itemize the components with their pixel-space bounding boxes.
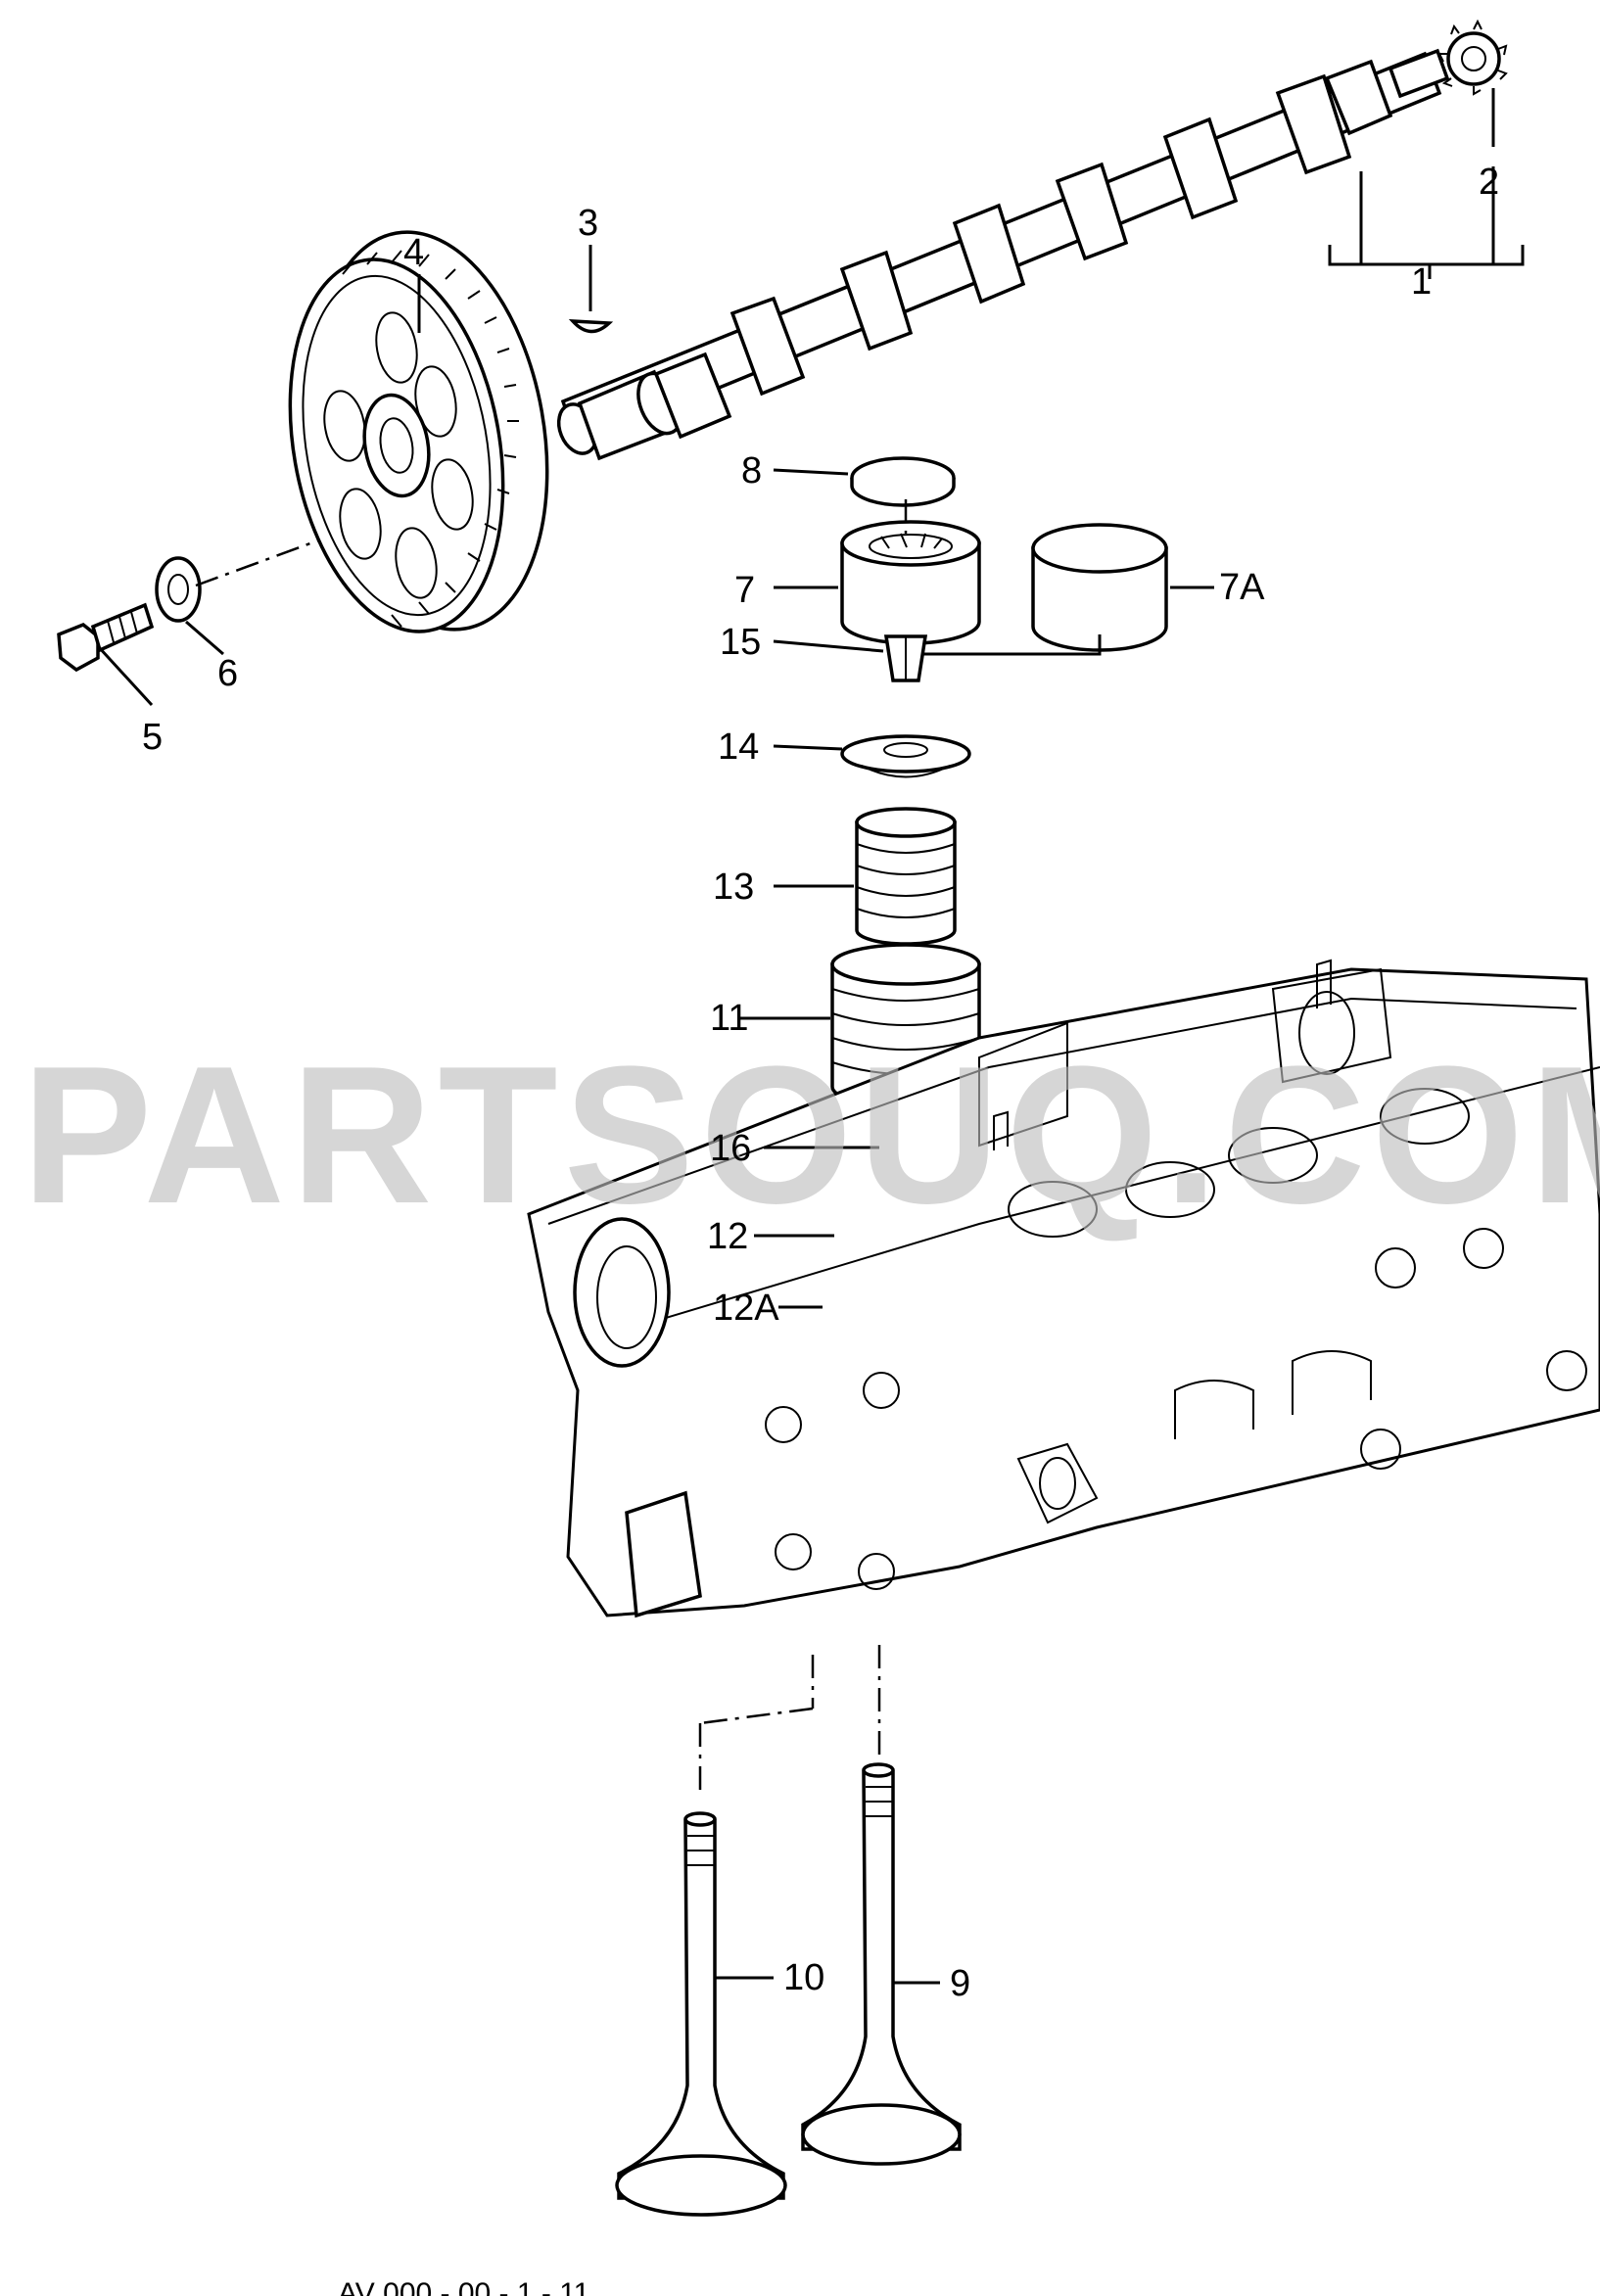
callout-9: 9	[950, 1963, 970, 2004]
callout-2: 2	[1479, 162, 1499, 203]
inner-valve-spring[interactable]	[855, 807, 957, 946]
leader-lines	[96, 88, 1525, 1985]
bucket-tappet-alt[interactable]	[1031, 523, 1168, 652]
pulley-bolt[interactable]	[57, 602, 155, 673]
callout-7: 7	[734, 570, 755, 611]
camshaft-pulley[interactable]	[262, 213, 577, 648]
callout-10: 10	[783, 1957, 824, 1998]
watermark: PARTSOUQ.COM	[22, 1026, 1600, 1244]
callout-12: 12	[707, 1216, 748, 1257]
camshaft[interactable]	[552, 48, 1450, 461]
callout-4: 4	[403, 232, 424, 273]
bucket-tappet[interactable]	[840, 520, 981, 645]
callout-1: 1	[1411, 261, 1432, 303]
callout-16: 16	[710, 1128, 751, 1169]
drive-gear-small[interactable]	[1437, 19, 1508, 96]
callout-13: 13	[713, 867, 754, 908]
woodruff-key[interactable]	[568, 319, 614, 334]
callout-7a: 7A	[1219, 567, 1265, 608]
callout-5: 5	[142, 717, 163, 758]
drawing-reference: AV 000 - 00 - 1 - 11	[338, 2277, 589, 2296]
callout-6: 6	[217, 653, 238, 694]
valve-spring-retainer[interactable]	[840, 734, 971, 778]
adjusting-shim[interactable]	[850, 456, 956, 507]
callout-11: 11	[710, 998, 748, 1039]
callout-3: 3	[578, 203, 598, 244]
callout-8: 8	[741, 450, 762, 492]
callout-15: 15	[720, 622, 761, 663]
callout-labels: 1 2 3 4 5 6 7 7A 8 9 10 11 12 12A 13 14 …	[142, 162, 1499, 2004]
valve-cotters[interactable]	[883, 634, 928, 682]
callout-12a: 12A	[713, 1288, 779, 1329]
exhaust-valve[interactable]	[615, 1811, 787, 2217]
callout-14: 14	[718, 726, 759, 768]
intake-valve[interactable]	[801, 1762, 962, 2166]
cylinder-head	[527, 959, 1600, 1618]
pulley-washer[interactable]	[155, 556, 202, 623]
